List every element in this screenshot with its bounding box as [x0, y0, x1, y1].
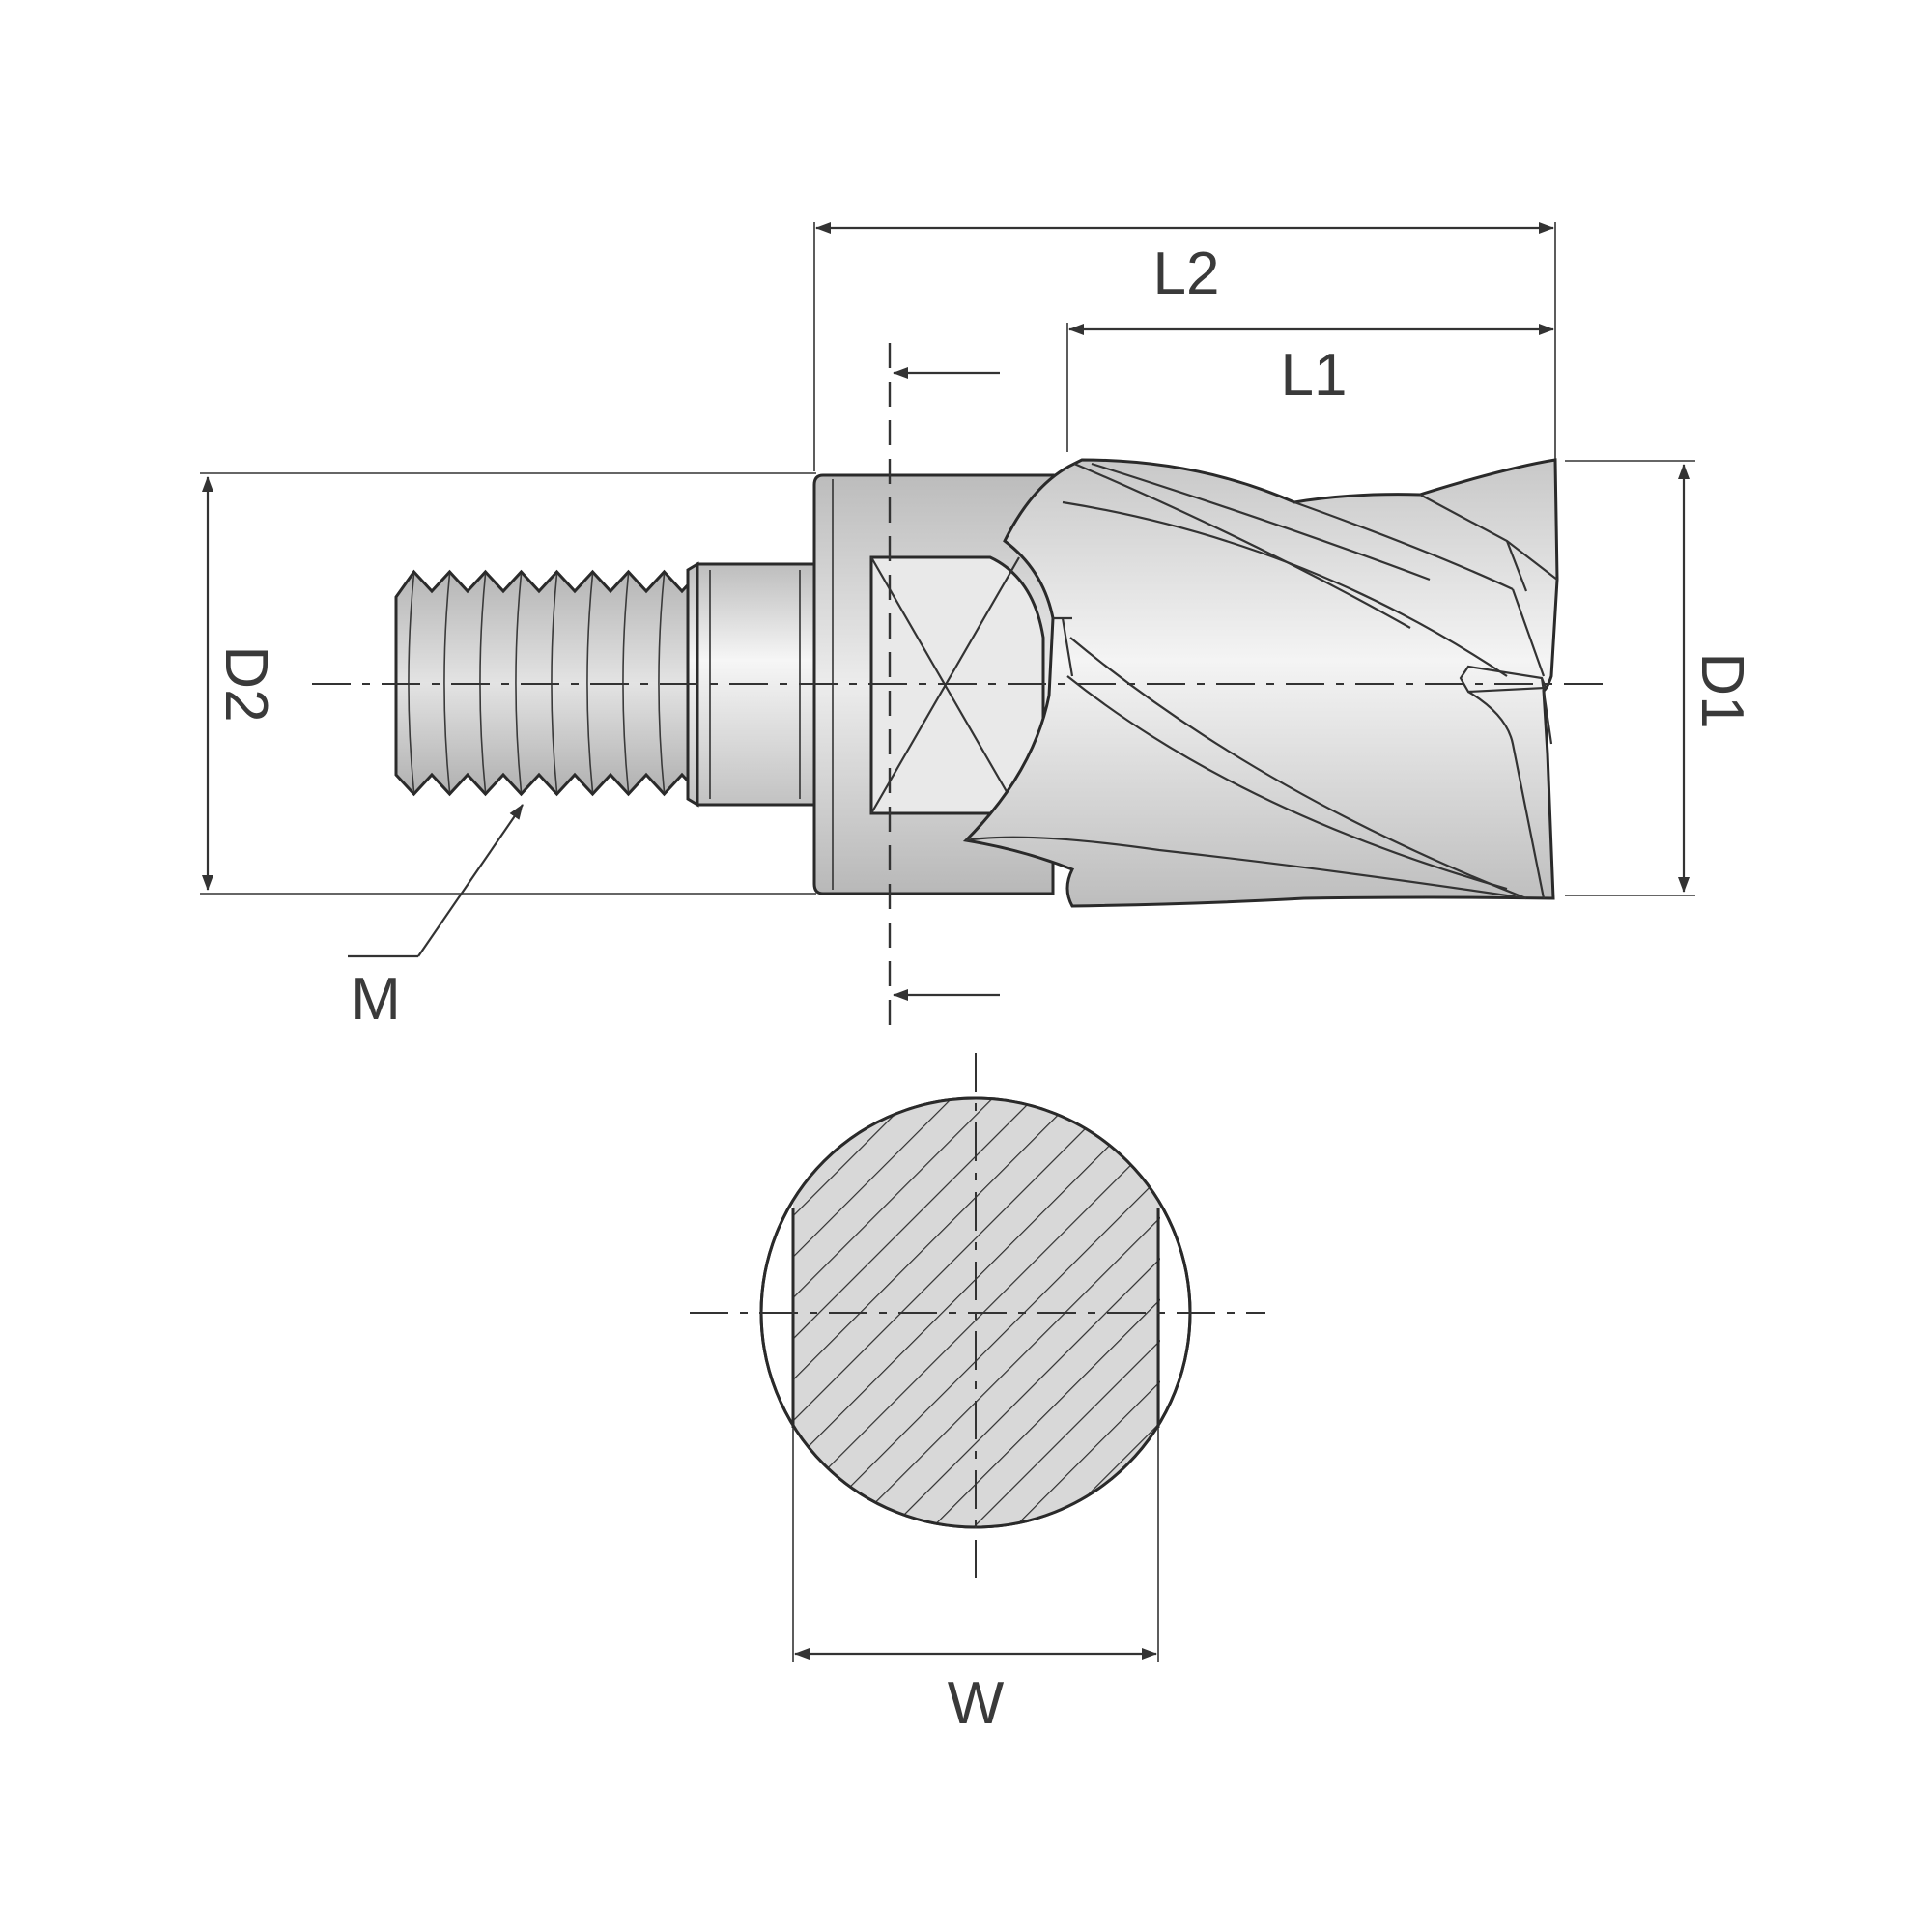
cutting-body [962, 458, 1559, 908]
dimension-d2: D2 [202, 476, 279, 891]
section-view: W [690, 1053, 1265, 1737]
label-m: M [351, 966, 401, 1033]
label-w: W [948, 1670, 1005, 1737]
side-view: L2 L1 D2 D1 M [200, 222, 1755, 1033]
head-collar [812, 473, 1055, 895]
dimension-l2: L2 [815, 222, 1554, 307]
leader-m: M [348, 804, 524, 1033]
label-d2: D2 [213, 645, 279, 722]
label-l2: L2 [1153, 241, 1220, 307]
label-d1: D1 [1689, 652, 1755, 728]
dimension-w: W [792, 1428, 1159, 1737]
extension-lines [200, 222, 1695, 896]
dimension-l1: L1 [1068, 324, 1554, 409]
dimension-d1: D1 [1678, 464, 1755, 893]
label-l1: L1 [1281, 342, 1348, 409]
section-cut-line [888, 343, 1000, 1026]
